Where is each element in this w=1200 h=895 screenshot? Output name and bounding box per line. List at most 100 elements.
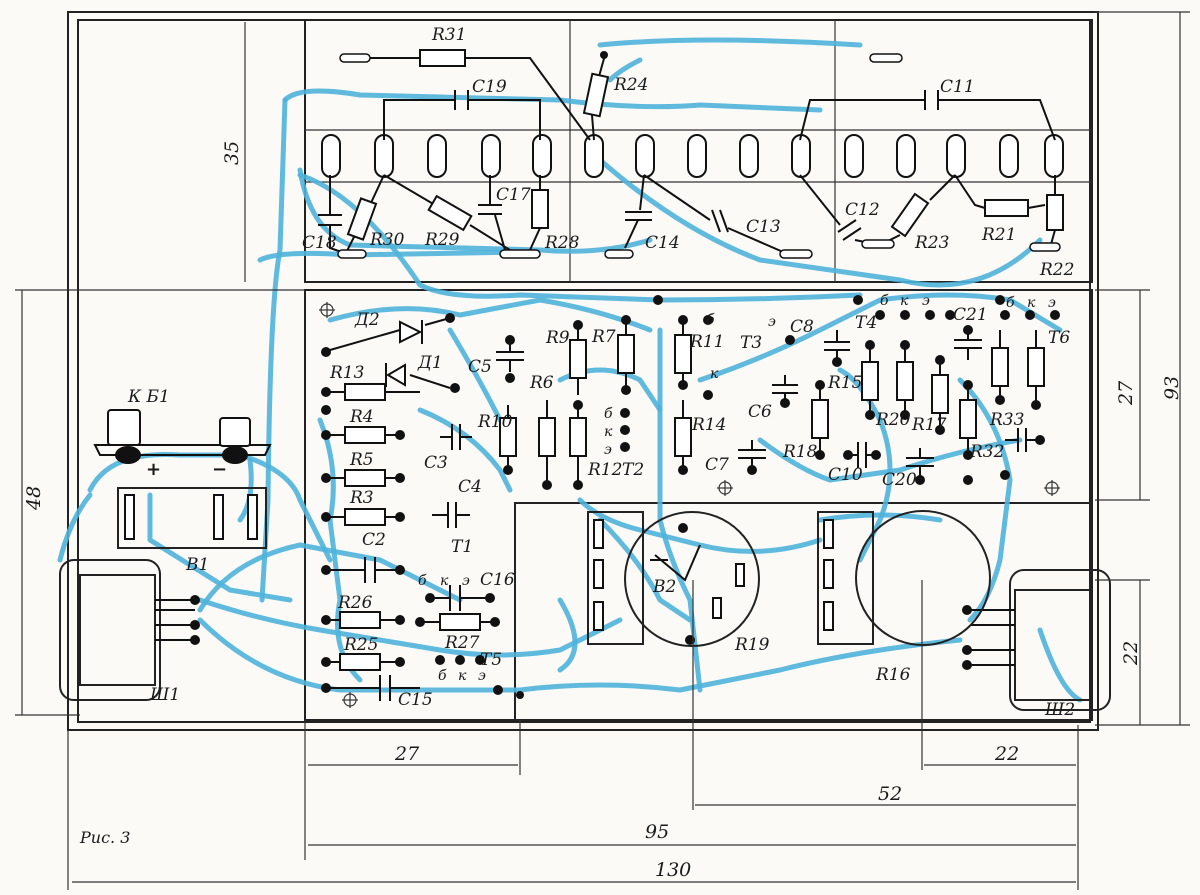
label-t6: Т6 <box>1048 328 1070 348</box>
pin-e-t3: э <box>768 314 776 330</box>
label-battery: К Б1 <box>127 387 170 407</box>
label-r15: R18 <box>782 442 818 462</box>
label-c2: C2 <box>362 530 386 550</box>
label-t2: Т2 <box>622 460 644 480</box>
dim-130: 130 <box>655 859 691 881</box>
terminal-lugs <box>321 134 1064 178</box>
resistor-r14 <box>861 361 879 401</box>
dim-95: 95 <box>645 821 669 843</box>
label-r29: R29 <box>424 230 460 250</box>
pin-e-t2: э <box>604 442 612 458</box>
label-t3: Т3 <box>740 333 762 353</box>
label-r5: R5 <box>349 450 374 470</box>
label-r16: R16 <box>875 665 911 685</box>
pin-e-t5: э <box>478 668 486 684</box>
label-c13: C13 <box>746 217 781 237</box>
mounting-marks <box>319 302 1060 708</box>
label-r21: R21 <box>981 225 1016 245</box>
label-c7: C8 <box>790 317 814 337</box>
label-r7: R6 <box>529 373 554 393</box>
label-t4: Т4 <box>855 313 877 333</box>
label-r4: R4 <box>349 407 374 427</box>
resistor-r8 <box>569 339 587 379</box>
label-b1: В1 <box>185 555 209 575</box>
resistor-r30 <box>346 197 378 241</box>
resistor-r25 <box>339 653 381 671</box>
resistor-r17 <box>959 399 977 439</box>
label-r13: R13 <box>329 363 364 383</box>
label-r3: R3 <box>349 488 374 508</box>
resistor-r6 <box>499 417 517 457</box>
label-c14: C14 <box>645 233 680 253</box>
resistor-r12 <box>674 334 692 374</box>
resistor-r24 <box>582 72 610 118</box>
label-c10: C20 <box>882 470 917 490</box>
label-battery-minus: − <box>212 459 227 480</box>
dimension-lines <box>15 11 1190 890</box>
upper-board-pads <box>337 51 1061 259</box>
copper-traces <box>57 37 1083 703</box>
pin-e-t6: э <box>1048 295 1056 311</box>
dimension-labels: 35 48 27 93 22 27 22 52 95 130 Рис. 3 <box>23 141 1183 881</box>
resistor-r10 <box>569 417 587 457</box>
label-r11: R14 <box>691 415 726 435</box>
pin-e-t4: э <box>922 293 930 309</box>
pin-b-t2: б <box>604 406 613 422</box>
label-r26: R26 <box>337 593 373 613</box>
label-sh2: Ш2 <box>1044 700 1075 720</box>
label-c11: C11 <box>940 77 975 97</box>
pin-b-t3: б <box>706 312 715 328</box>
battery-kb1 <box>93 409 272 464</box>
label-r18: R20 <box>875 410 911 430</box>
resistor-r3 <box>344 508 386 526</box>
figure-caption: Рис. 3 <box>79 828 130 847</box>
dim-93: 93 <box>1161 376 1183 400</box>
resistor-r27 <box>439 613 481 631</box>
resistor-r18 <box>896 361 914 401</box>
resistor-r13 <box>344 383 386 401</box>
resistor-r15 <box>811 399 829 439</box>
pin-k-t5: к <box>458 668 467 684</box>
label-c19: C19 <box>472 77 507 97</box>
resistor-r21 <box>984 199 1029 217</box>
label-c12: C12 <box>845 200 880 220</box>
resistor-r33 <box>1027 347 1045 387</box>
pot-r16 <box>817 510 991 646</box>
label-battery-plus: + <box>146 459 161 480</box>
resistor-r31 <box>419 49 466 67</box>
label-d1: Д1 <box>417 353 443 373</box>
label-c8: C10 <box>828 465 863 485</box>
dim-35: 35 <box>221 141 243 165</box>
resistor-r7 <box>538 417 556 457</box>
resistor-r4 <box>344 426 386 444</box>
component-labels: R31 R24 C19 C11 C17 C18 R30 R29 R28 C14 … <box>127 25 1075 720</box>
socket-sh1 <box>59 559 200 701</box>
label-r24: R24 <box>613 75 648 95</box>
dim-48: 48 <box>23 486 45 511</box>
pin-k-t6: к <box>1027 295 1036 311</box>
upper-board-wiring <box>318 49 1064 256</box>
pin-k-t4: к <box>900 293 909 309</box>
label-r8: R9 <box>545 328 570 348</box>
pin-b-t5: б <box>438 668 447 684</box>
label-c18: C18 <box>302 233 337 253</box>
label-c6: C7 <box>705 455 729 475</box>
resistor-r20 <box>931 374 949 414</box>
label-d2: Д2 <box>354 310 380 330</box>
label-r20: R17 <box>911 415 947 435</box>
lower-board-cutout <box>514 502 1090 720</box>
label-r32: R33 <box>989 410 1024 430</box>
pin-b-t1: б <box>418 573 427 589</box>
resistor-r11 <box>674 417 692 457</box>
switch-b1 <box>117 487 267 549</box>
label-r30: R30 <box>369 230 405 250</box>
label-c16: C16 <box>480 570 515 590</box>
resistor-r22 <box>1046 194 1064 231</box>
label-r14: R15 <box>827 373 862 393</box>
label-r12: R11 <box>689 332 724 352</box>
label-r27: R27 <box>444 633 480 653</box>
resistor-r5 <box>344 469 386 487</box>
label-r28: R28 <box>544 233 580 253</box>
lower-board-pads <box>321 295 1060 699</box>
